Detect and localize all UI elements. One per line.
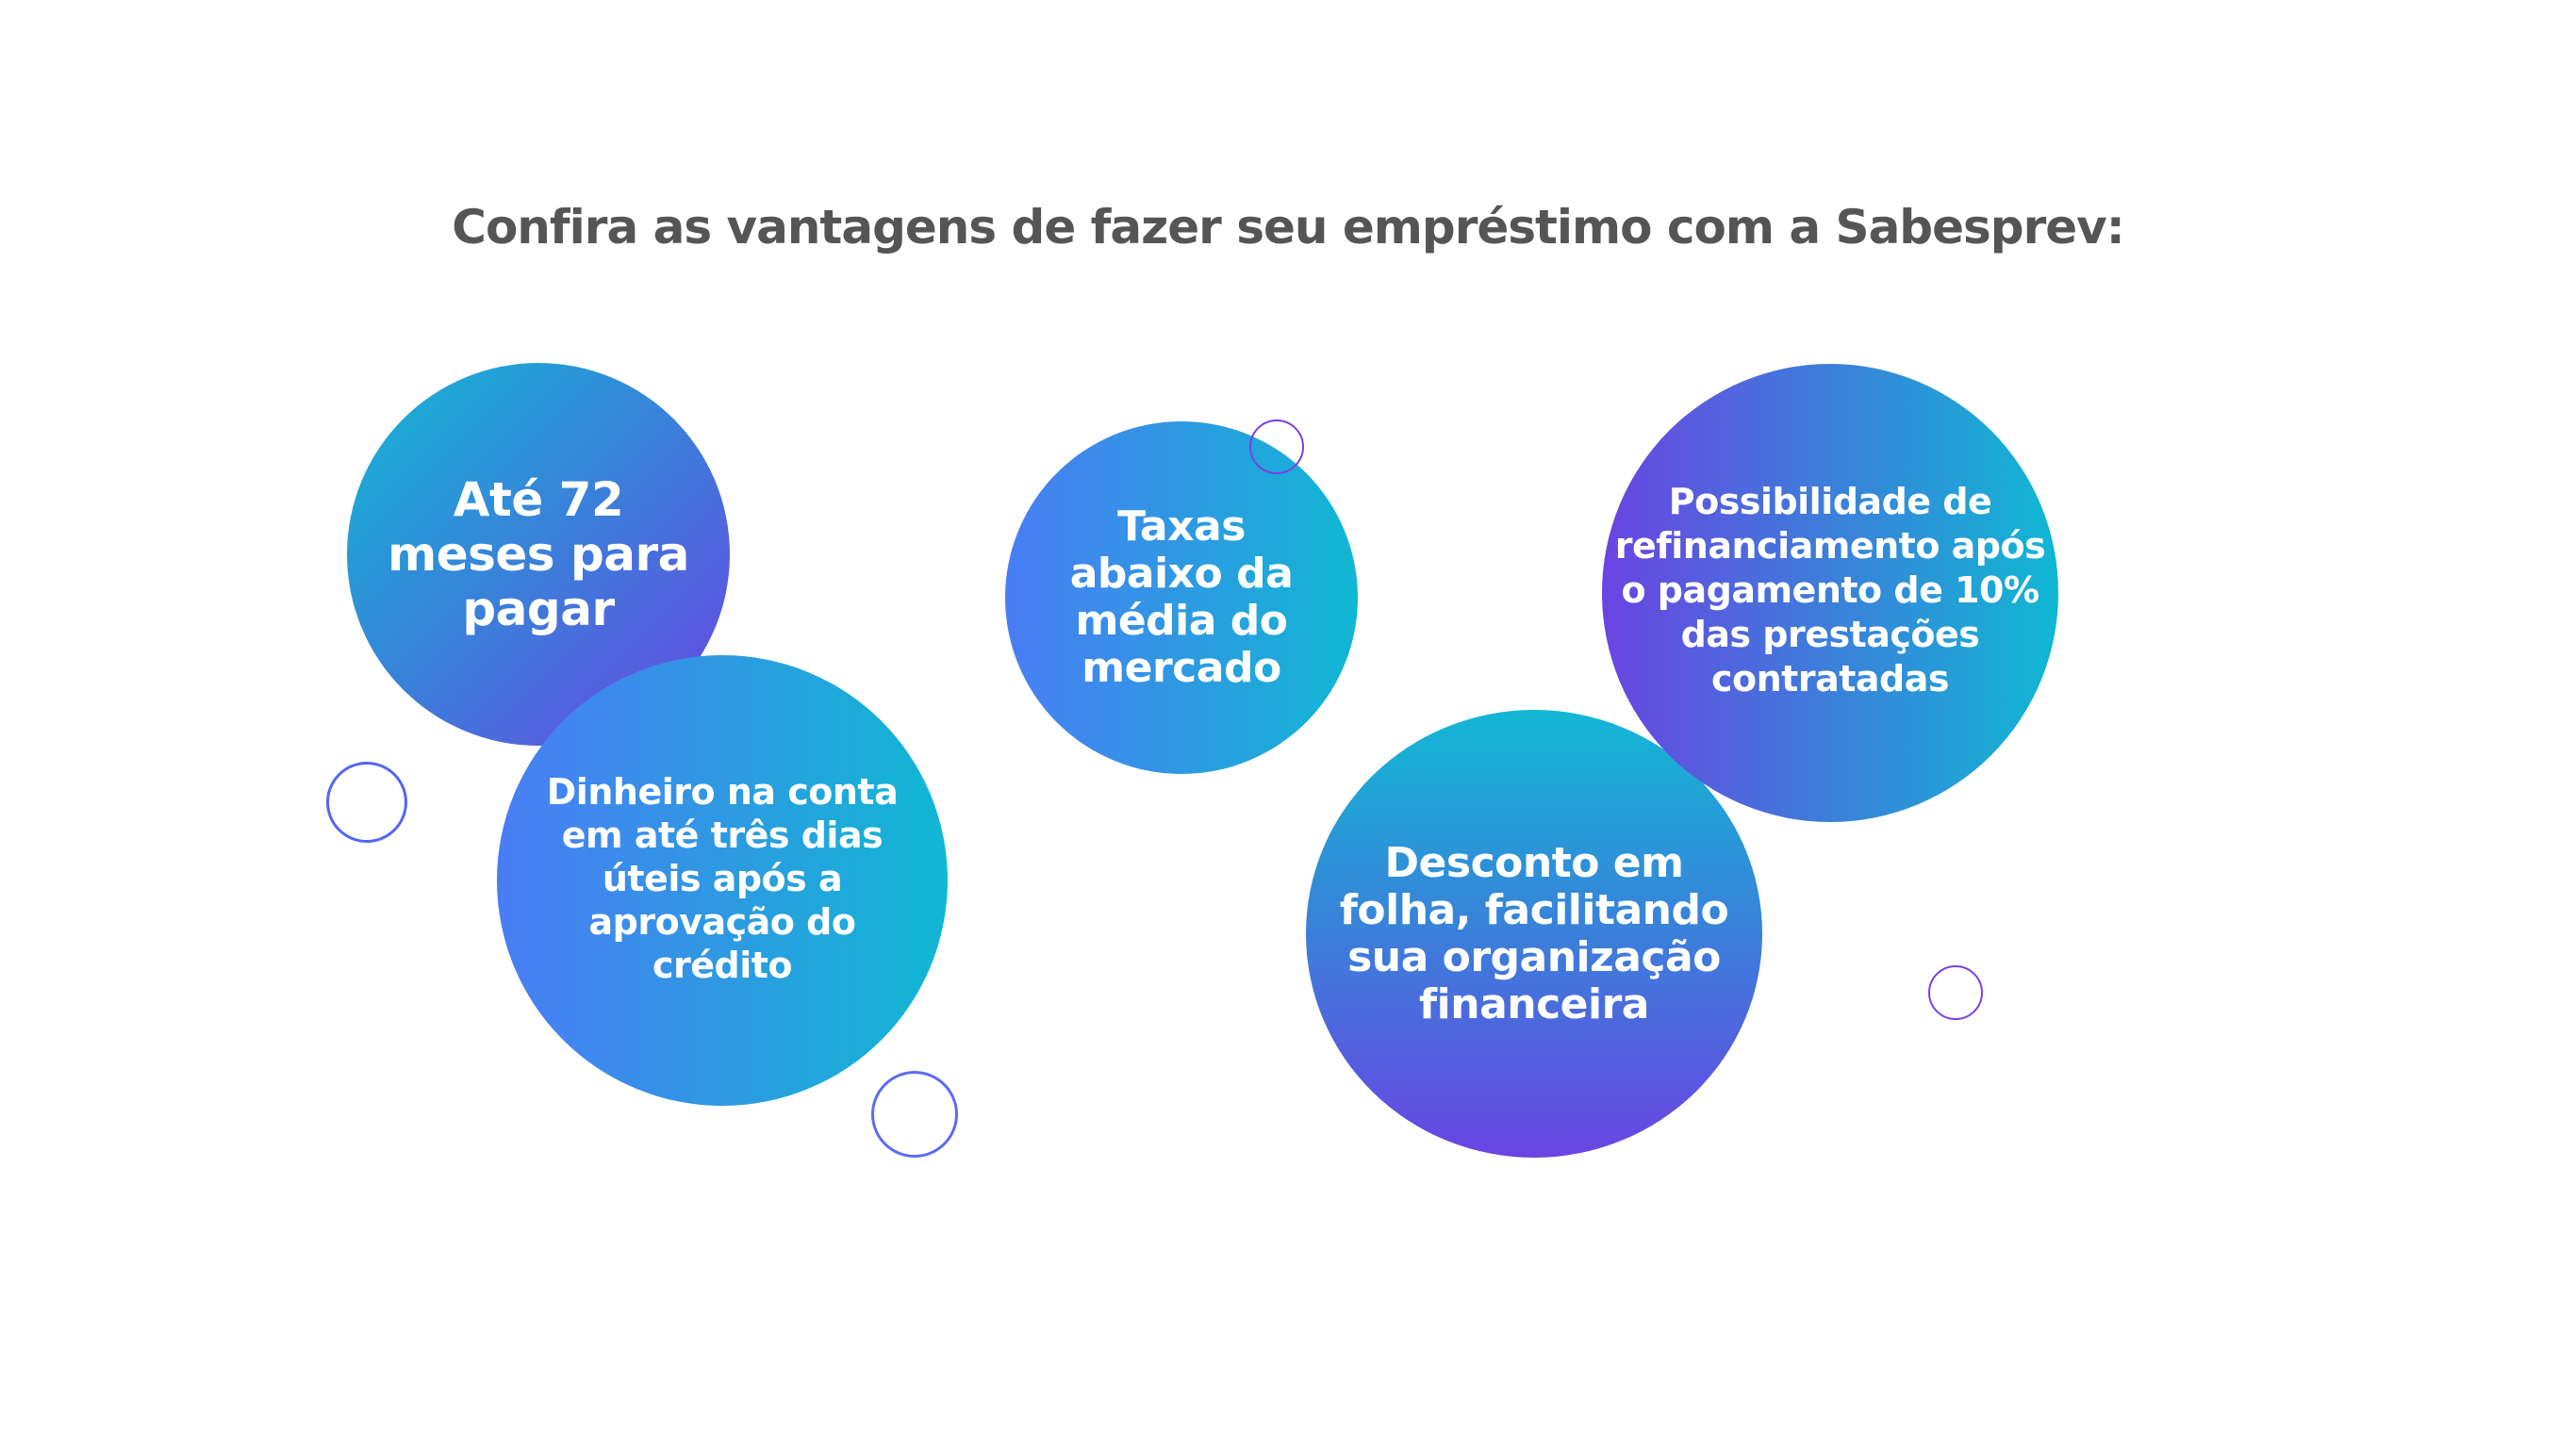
benefit-bubble-refinanciamento: Possibilidade de refinanciamento após o … (1602, 364, 2058, 822)
decorative-ring-icon (871, 1071, 958, 1158)
benefit-text-prazo: Até 72 meses para pagar (388, 472, 689, 636)
page-title: Confira as vantagens de fazer seu emprés… (452, 200, 2124, 255)
decorative-ring-icon (326, 762, 407, 843)
benefit-bubble-desconto: Desconto em folha, facilitando sua organ… (1306, 710, 1762, 1158)
benefit-bubble-taxas: Taxas abaixo da média do mercado (1005, 421, 1358, 774)
benefit-text-taxas: Taxas abaixo da média do mercado (1069, 502, 1294, 692)
benefit-text-desconto: Desconto em folha, facilitando sua organ… (1339, 838, 1729, 1028)
benefit-text-dinheiro: Dinheiro na conta em até três dias úteis… (546, 770, 899, 986)
decorative-ring-icon (1249, 420, 1304, 474)
benefit-bubble-prazo: Até 72 meses para pagar (347, 363, 730, 746)
decorative-ring-icon (1928, 965, 1983, 1020)
benefit-bubble-dinheiro: Dinheiro na conta em até três dias úteis… (497, 655, 948, 1106)
benefit-text-refinanciamento: Possibilidade de refinanciamento após o … (1614, 481, 2046, 699)
